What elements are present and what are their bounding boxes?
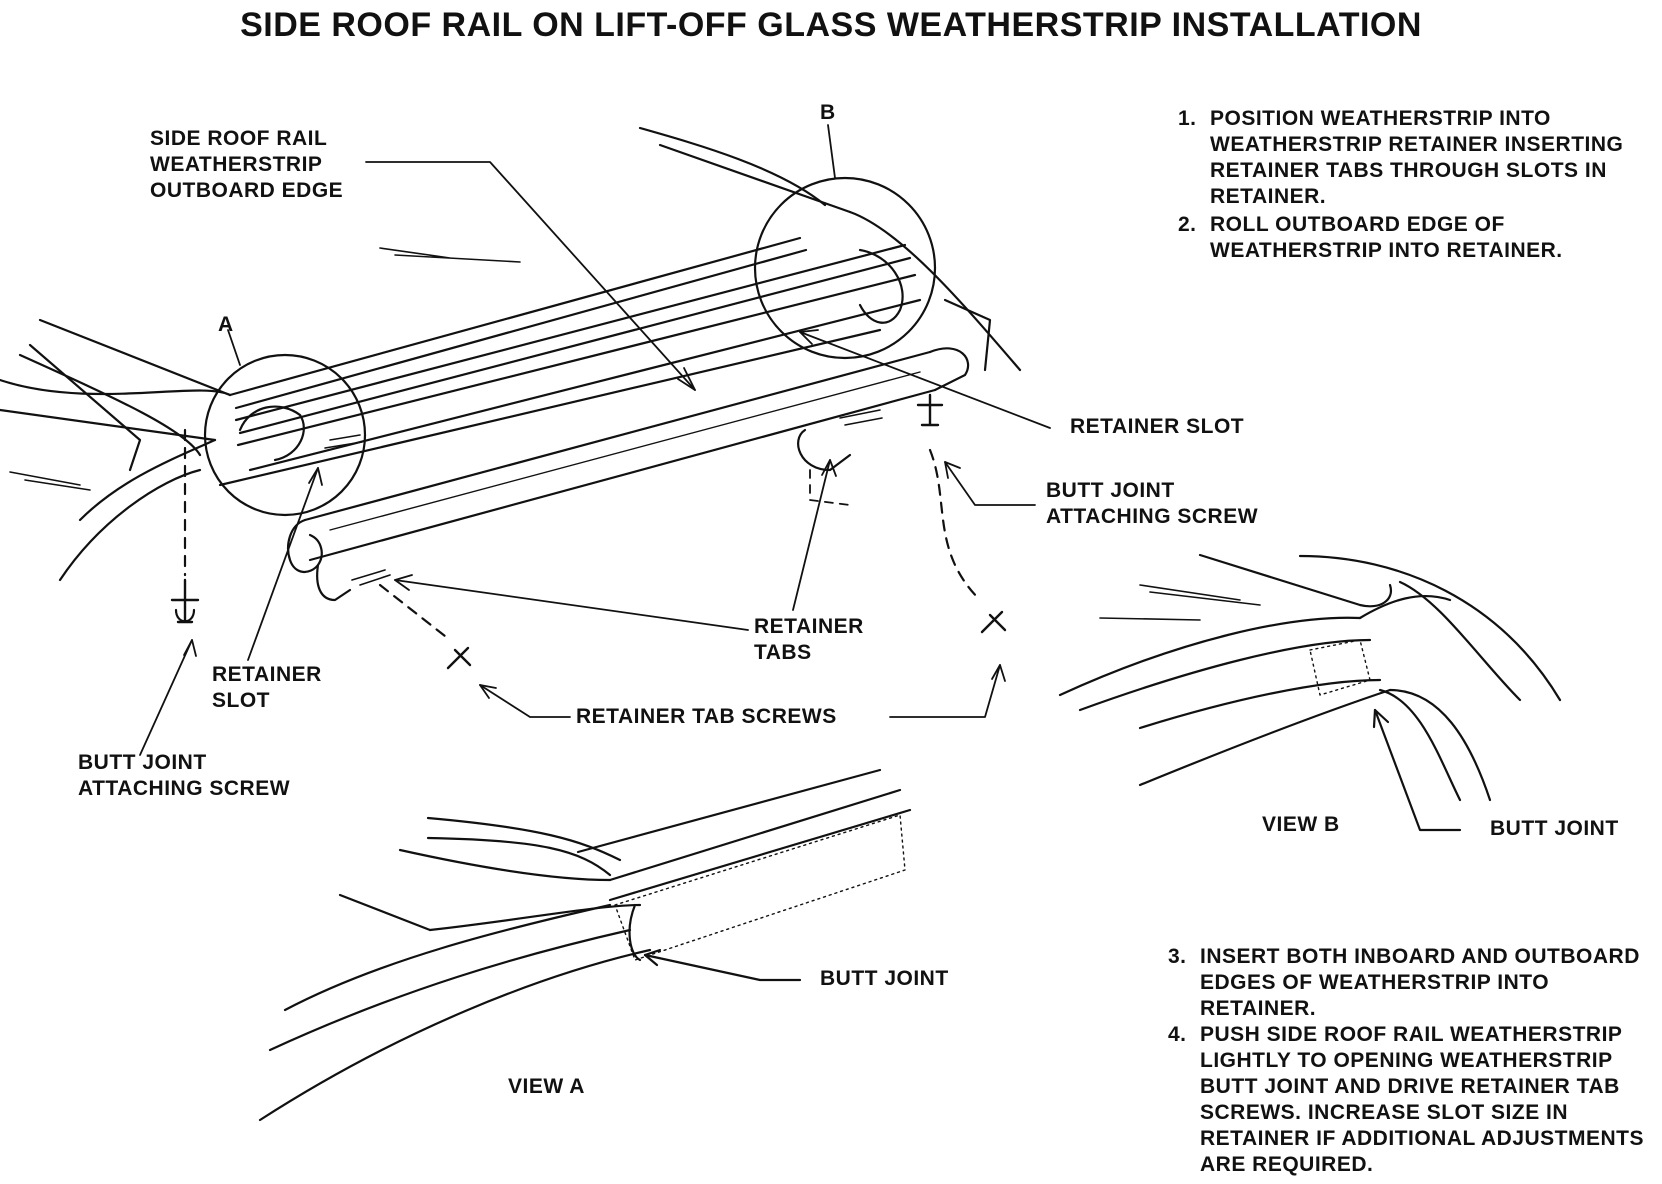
retainer-slot-left-label-line-1: RETAINER [212,663,322,686]
detail-b-circle [753,176,937,360]
view-b-label: VIEW B [1262,813,1340,836]
outboard-edge-label-line-3: OUTBOARD EDGE [150,179,344,202]
leader-lines [139,124,1051,756]
detail-a-circle [203,353,367,517]
detail-b-profile [858,248,904,324]
step-4: 4. PUSH SIDE ROOF RAIL WEATHERSTRIP LIGH… [1168,1022,1662,1178]
step-2: 2. ROLL OUTBOARD EDGE OF WEATHERSTRIP IN… [1178,212,1662,264]
outboard-edge-label-line-2: WEATHERSTRIP [150,153,323,176]
view-a-drawing [258,768,912,1122]
retainer-slot-left-label-line-2: SLOT [212,689,270,712]
butt-joint-screw-right-label-line-1: BUTT JOINT [1046,479,1175,502]
view-b-butt-joint-label: BUTT JOINT [1490,817,1619,840]
view-a-label: VIEW A [508,1075,585,1098]
view-b-drawing [1058,553,1562,832]
step-number: 1. [1178,107,1197,130]
step-number: 3. [1168,945,1187,968]
view-a-butt-joint-label: BUTT JOINT [820,967,949,990]
main-assembly-drawing [0,126,1022,670]
page-title: SIDE ROOF RAIL ON LIFT-OFF GLASS WEATHER… [240,6,1422,44]
step-number: 4. [1168,1023,1187,1046]
detail-a-profile [238,405,305,462]
retainer-tabs-label-line-2: TABS [754,641,812,664]
step-1: 1. POSITION WEATHERSTRIP INTO WEATHERSTR… [1178,106,1662,210]
retainer-tab-screws-label: RETAINER TAB SCREWS [576,705,837,728]
step-number: 2. [1178,213,1197,236]
step-text: ROLL OUTBOARD EDGE OF WEATHERSTRIP INTO … [1210,213,1563,262]
outboard-edge-label-line-1: SIDE ROOF RAIL [150,127,328,150]
detail-a-label: A [218,313,234,336]
step-text: PUSH SIDE ROOF RAIL WEATHERSTRIP LIGHTLY… [1200,1023,1645,1176]
retainer-tabs-label-line-1: RETAINER [754,615,864,638]
butt-joint-screw-left-label-line-1: BUTT JOINT [78,751,207,774]
step-text: POSITION WEATHERSTRIP INTO WEATHERSTRIP … [1210,107,1624,208]
step-text: INSERT BOTH INBOARD AND OUTBOARD EDGES O… [1200,945,1640,1020]
retainer-slot-right-label: RETAINER SLOT [1070,415,1245,438]
butt-joint-screw-left-label-line-2: ATTACHING SCREW [78,777,291,800]
step-3: 3. INSERT BOTH INBOARD AND OUTBOARD EDGE… [1168,944,1662,1022]
butt-joint-screw-right-label-line-2: ATTACHING SCREW [1046,505,1259,528]
detail-b-label: B [820,101,836,124]
